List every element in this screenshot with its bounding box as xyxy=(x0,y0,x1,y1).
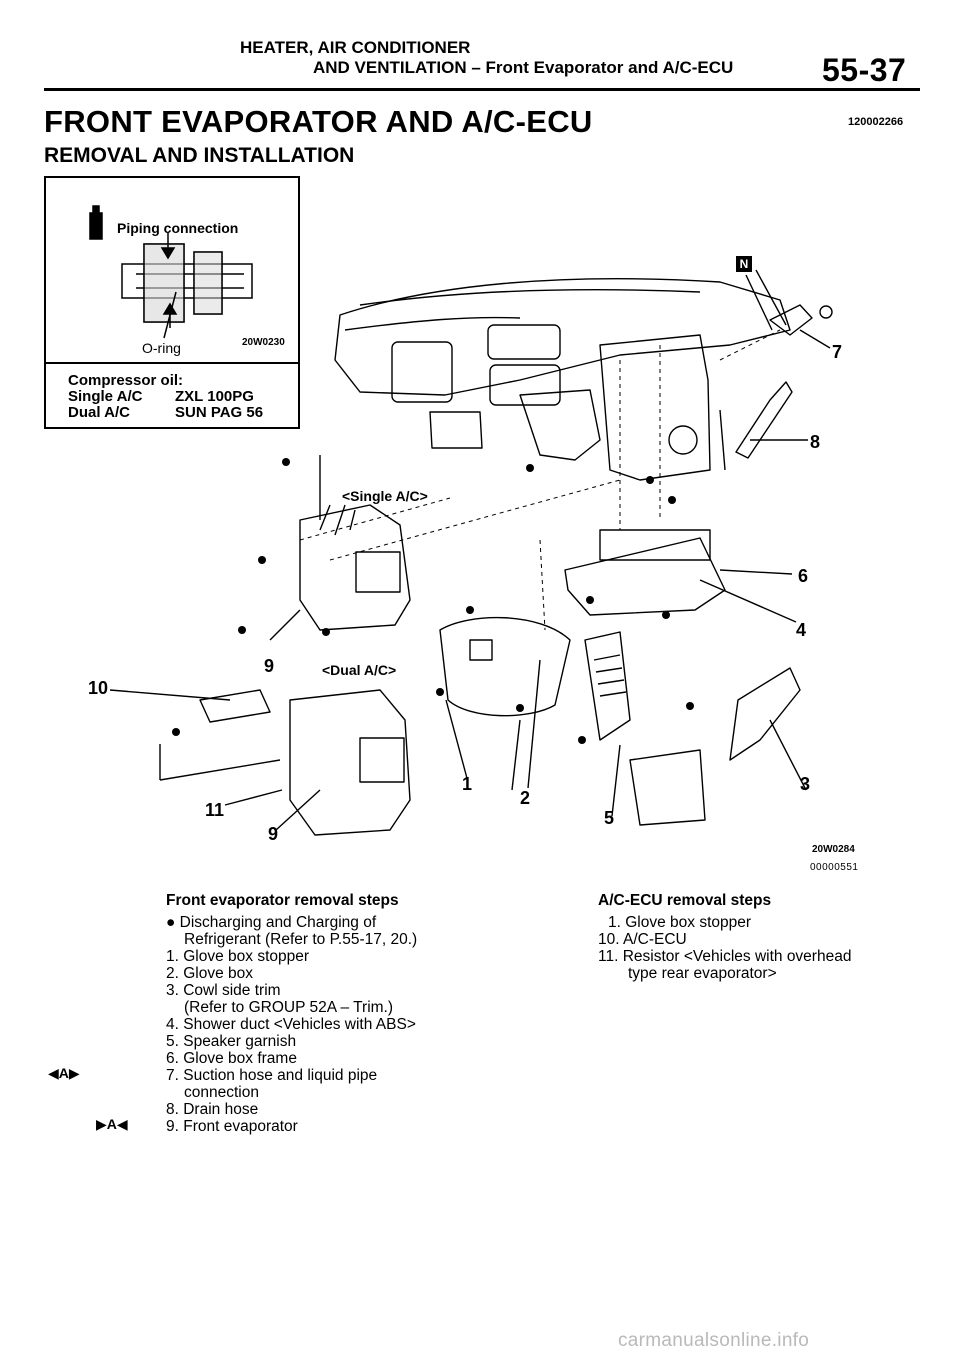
step-continuation: (Refer to GROUP 52A – Trim.) xyxy=(184,999,394,1016)
callout-3: 3 xyxy=(800,774,811,794)
callout-9-dual: 9 xyxy=(268,824,279,844)
ecu-step-1: 1. Glove box stopper xyxy=(608,914,752,931)
suction-hose-fitting xyxy=(769,304,813,336)
callout-10: 10 xyxy=(88,678,109,698)
oil-row-label: Single A/C xyxy=(68,388,143,405)
page-number: 55-37 xyxy=(822,52,907,88)
ecu-step-10: 10. A/C-ECU xyxy=(598,931,687,948)
step-2: 2. Glove box xyxy=(166,965,254,982)
page-title: FRONT EVAPORATOR AND A/C-ECU xyxy=(44,104,593,139)
step-1: 1. Glove box stopper xyxy=(166,948,310,965)
oring-label: O-ring xyxy=(142,340,181,356)
document-id: 120002266 xyxy=(848,116,904,128)
callout-5: 5 xyxy=(604,808,615,828)
step-bullet: ● Discharging and Charging of xyxy=(166,914,377,931)
oil-row-value: ZXL 100PG xyxy=(175,388,254,405)
step-6: 6. Glove box frame xyxy=(166,1050,297,1067)
single-ac-evaporator xyxy=(299,504,411,631)
watermark: carmanualsonline.info xyxy=(618,1330,810,1351)
diagram-figure-code-2: 00000551 xyxy=(810,862,859,873)
dual-ac-evaporator xyxy=(289,689,411,836)
header-rule xyxy=(44,88,920,91)
header-section-line2: AND VENTILATION – Front Evaporator and A… xyxy=(313,58,734,77)
service-mark-a-removal: ◀A▶ xyxy=(48,1065,80,1081)
glove-box xyxy=(439,616,571,717)
instrument-panel xyxy=(334,278,791,396)
piping-connection-label: Piping connection xyxy=(117,220,239,236)
service-mark-a-installation: ▶A◀ xyxy=(96,1116,128,1132)
step-7: 7. Suction hose and liquid pipe xyxy=(166,1067,378,1084)
callout-1: 1 xyxy=(462,774,473,794)
passenger-side-panel xyxy=(599,334,711,481)
callout-9-single: 9 xyxy=(264,656,275,676)
inset-divider xyxy=(44,362,300,364)
glove-box-frame xyxy=(564,537,726,616)
front-evaporator-steps: Front evaporator removal steps ● Dischar… xyxy=(166,892,466,1135)
header-section-line1: HEATER, AIR CONDITIONER xyxy=(240,38,471,57)
step-8: 8. Drain hose xyxy=(166,1101,259,1118)
ac-ecu xyxy=(199,689,271,723)
section-subtitle: REMOVAL AND INSTALLATION xyxy=(44,144,355,167)
callout-7: 7 xyxy=(832,342,843,362)
inset-figure-code: 20W0230 xyxy=(242,337,285,348)
diagram-figure-code: 20W0284 xyxy=(812,844,855,855)
variant-label-single: <Single A/C> xyxy=(342,488,428,504)
piping-connection-illustration xyxy=(89,205,253,339)
cowl-side-trim xyxy=(729,667,801,761)
ac-ecu-heading: A/C-ECU removal steps xyxy=(598,892,772,909)
step-4: 4. Shower duct <Vehicles with ABS> xyxy=(166,1016,416,1033)
callout-6: 6 xyxy=(798,566,809,586)
ecu-step-11: 11. Resistor <Vehicles with overhead xyxy=(598,948,852,965)
front-evaporator-heading: Front evaporator removal steps xyxy=(166,892,399,909)
piping-inset-box xyxy=(44,176,300,429)
step-continuation: connection xyxy=(184,1084,259,1101)
step-continuation: Refrigerant (Refer to P.55-17, 20.) xyxy=(184,931,418,948)
callout-2: 2 xyxy=(520,788,531,808)
compressor-oil-title: Compressor oil: xyxy=(68,372,184,389)
step-3: 3. Cowl side trim xyxy=(166,982,281,999)
drain-hose xyxy=(735,381,793,459)
oil-row-single: Single A/C ZXL 100PG xyxy=(68,388,254,405)
step-5: 5. Speaker garnish xyxy=(166,1033,297,1050)
callout-11: 11 xyxy=(205,800,225,820)
n-badge: N xyxy=(736,256,752,272)
callout-8: 8 xyxy=(810,432,821,452)
callout-4: 4 xyxy=(796,620,807,640)
oil-row-label: Dual A/C xyxy=(68,404,130,421)
step-9: 9. Front evaporator xyxy=(166,1118,298,1135)
variant-label-dual: <Dual A/C> xyxy=(322,662,397,678)
ac-ecu-steps: A/C-ECU removal steps 1. Glove box stopp… xyxy=(598,892,898,982)
step-continuation: type rear evaporator> xyxy=(628,965,777,982)
oil-row-dual: Dual A/C SUN PAG 56 xyxy=(68,404,263,421)
oil-row-value: SUN PAG 56 xyxy=(175,404,264,421)
exploded-view-diagram xyxy=(109,269,833,836)
speaker-garnish xyxy=(584,631,631,741)
